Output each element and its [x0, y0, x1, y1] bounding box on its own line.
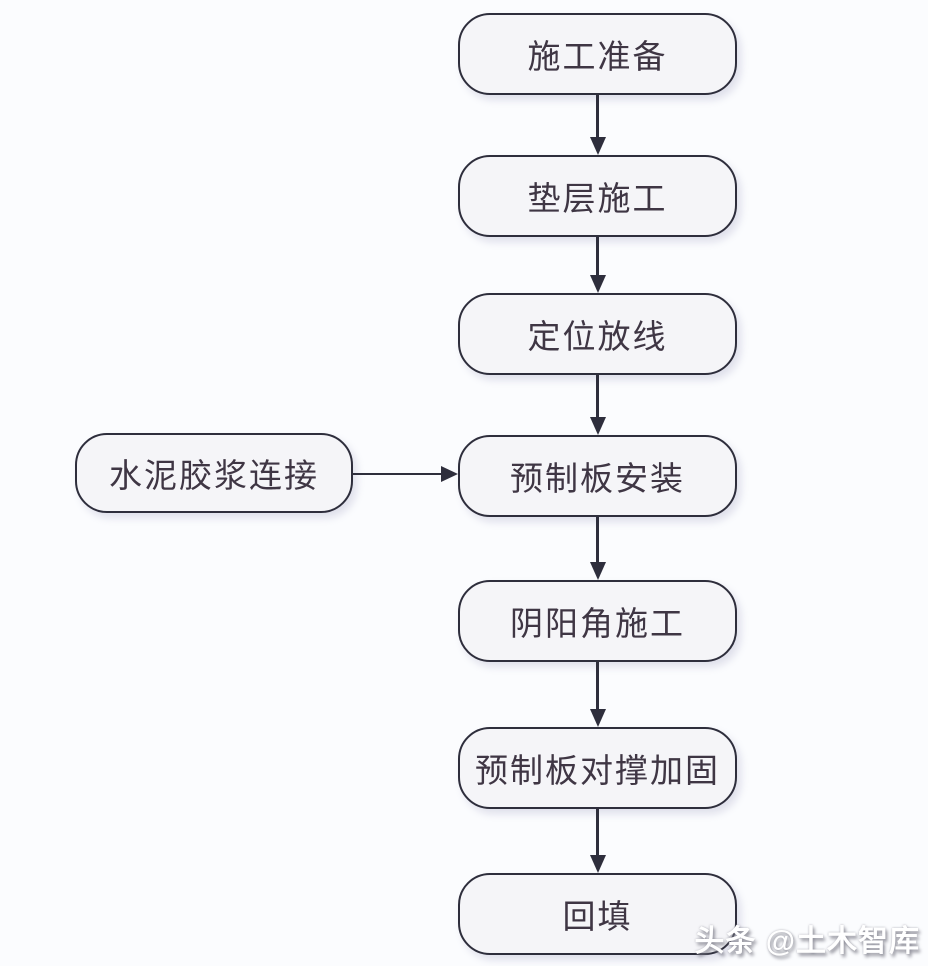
arrow-line-3	[596, 375, 599, 417]
node-precast-slab-installation: 预制板安装	[458, 435, 737, 517]
node-label: 水泥胶浆连接	[109, 459, 319, 495]
node-cushion-layer-construction: 垫层施工	[458, 155, 737, 237]
node-label: 预制板对撑加固	[475, 754, 720, 790]
watermark: 头条 @土木智库	[694, 925, 920, 958]
node-backfill: 回填	[458, 873, 737, 955]
node-label: 预制板安装	[510, 462, 685, 498]
node-cement-grout-connection: 水泥胶浆连接	[75, 433, 353, 513]
arrow-down-icon	[589, 855, 606, 873]
node-label: 垫层施工	[527, 182, 668, 218]
arrow-down-icon	[589, 275, 606, 293]
arrow-line-5	[596, 662, 599, 709]
arrow-right-icon	[441, 466, 458, 482]
arrow-down-icon	[589, 417, 606, 435]
node-label: 回填	[562, 900, 633, 936]
arrow-down-icon	[589, 562, 606, 580]
arrow-down-icon	[589, 709, 606, 727]
arrow-line-1	[596, 95, 599, 137]
arrow-line-6	[596, 809, 599, 855]
node-slab-bracing-reinforcement: 预制板对撑加固	[458, 727, 737, 809]
node-corner-construction: 阴阳角施工	[458, 580, 737, 662]
arrow-down-icon	[589, 137, 606, 155]
node-label: 定位放线	[527, 320, 668, 356]
node-label: 施工准备	[527, 40, 668, 76]
node-label: 阴阳角施工	[510, 607, 685, 643]
arrow-line-2	[596, 237, 599, 275]
arrow-line-grout	[353, 472, 442, 475]
arrow-line-4	[596, 517, 599, 562]
node-construction-preparation: 施工准备	[458, 13, 737, 95]
node-positioning-setting-out: 定位放线	[458, 293, 737, 375]
